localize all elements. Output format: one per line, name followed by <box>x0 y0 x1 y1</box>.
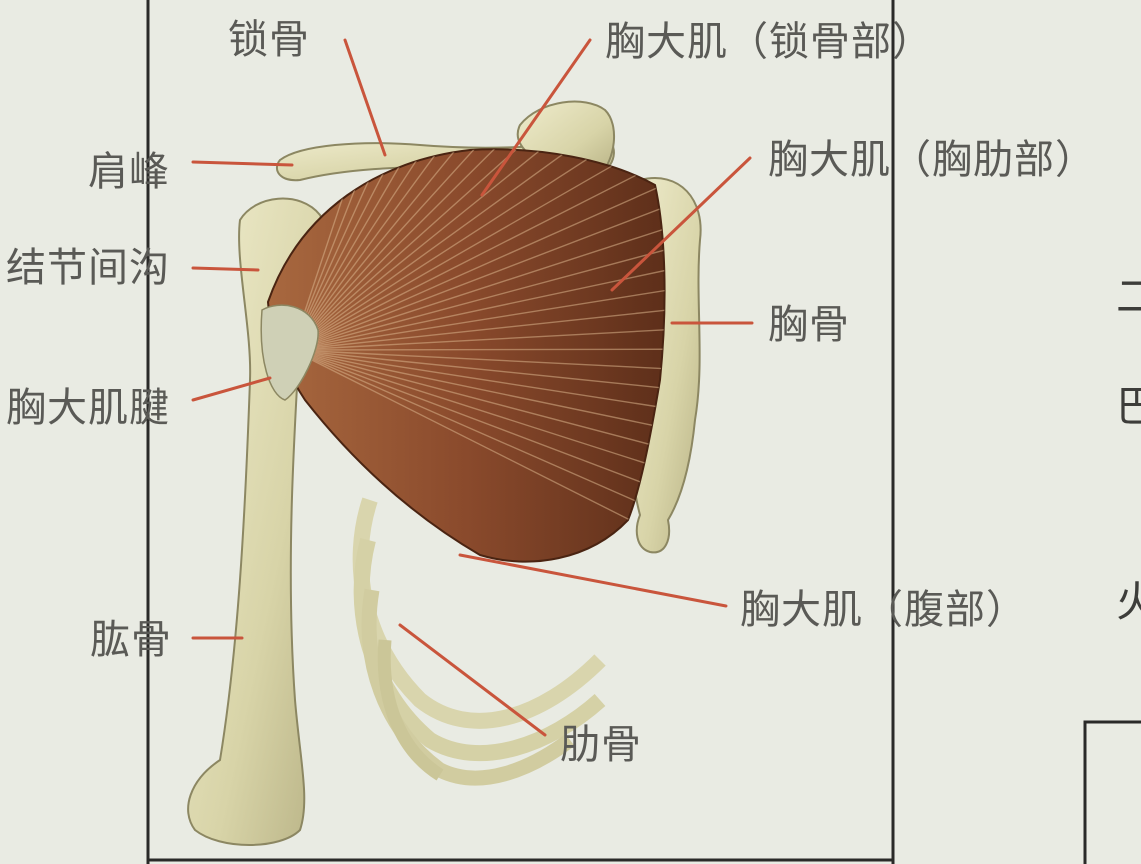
label-sternum: 胸骨 <box>768 303 850 347</box>
label-pectoralis-abdominal: 胸大肌（腹部） <box>740 588 1027 632</box>
leader-line-pec-abdominal <box>460 555 726 606</box>
edge-text-3: 火 <box>1116 580 1141 624</box>
muscle-fiber <box>292 349 712 350</box>
adjacent-box <box>1085 722 1141 864</box>
leader-line-clavicle <box>345 40 385 155</box>
leader-line-groove <box>193 268 258 270</box>
leader-line-acromion <box>193 162 292 165</box>
label-humerus: 肱骨 <box>90 618 172 662</box>
label-ribs: 肋骨 <box>560 723 642 767</box>
label-intertubercular-groove: 结节间沟 <box>6 246 170 290</box>
label-pectoralis-clavicular: 胸大肌（锁骨部） <box>605 20 933 64</box>
label-clavicle: 锁骨 <box>228 18 310 62</box>
label-pectoralis-sternocostal: 胸大肌（胸肋部） <box>768 138 1096 182</box>
edge-text-2: 巴 <box>1116 385 1141 429</box>
label-pectoralis-tendon: 胸大肌腱 <box>6 386 170 430</box>
label-acromion: 肩峰 <box>88 150 170 194</box>
edge-text-1: 二 <box>1116 275 1141 319</box>
